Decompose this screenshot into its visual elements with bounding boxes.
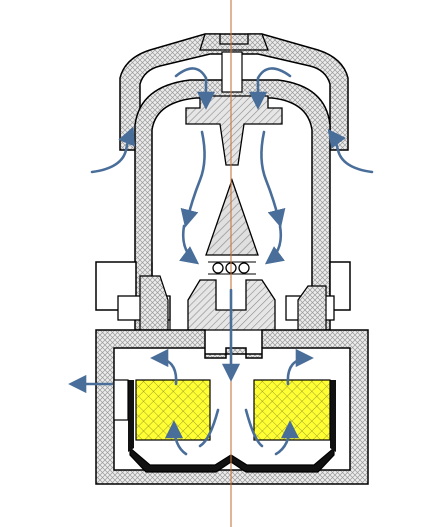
top-nozzle-slot <box>221 51 243 93</box>
cone-down-right-arrow <box>264 224 285 265</box>
filter-right-bottom-arrow <box>244 410 290 456</box>
tray-side-left <box>128 380 134 452</box>
inner-column-shell <box>134 79 331 331</box>
lower-collar <box>187 279 276 331</box>
exhaust-port <box>113 379 129 421</box>
upper-deflector <box>185 95 283 166</box>
left-stem-support <box>139 275 169 331</box>
tray-side-right <box>330 380 336 452</box>
dome-right-arrow <box>248 67 292 110</box>
intake-right-arrow <box>327 128 374 174</box>
right-stem-support <box>297 285 327 331</box>
central-cone <box>205 178 259 256</box>
cone-down-left-arrow <box>179 224 200 265</box>
roller-bearings <box>208 261 256 275</box>
right-filter-block <box>253 379 331 441</box>
filter-left-bottom-arrow <box>174 410 220 456</box>
base-tray <box>129 446 335 473</box>
intake-left-arrow <box>90 126 136 174</box>
dome-left-arrow <box>174 67 216 110</box>
inner-down-left-arrow <box>180 130 206 228</box>
inner-down-right-arrow <box>260 130 286 228</box>
filter-left-up-arrow <box>150 348 178 386</box>
left-filter-block <box>135 379 211 441</box>
top-nozzle-housing <box>199 33 269 51</box>
filter-right-up-arrow <box>286 348 314 386</box>
